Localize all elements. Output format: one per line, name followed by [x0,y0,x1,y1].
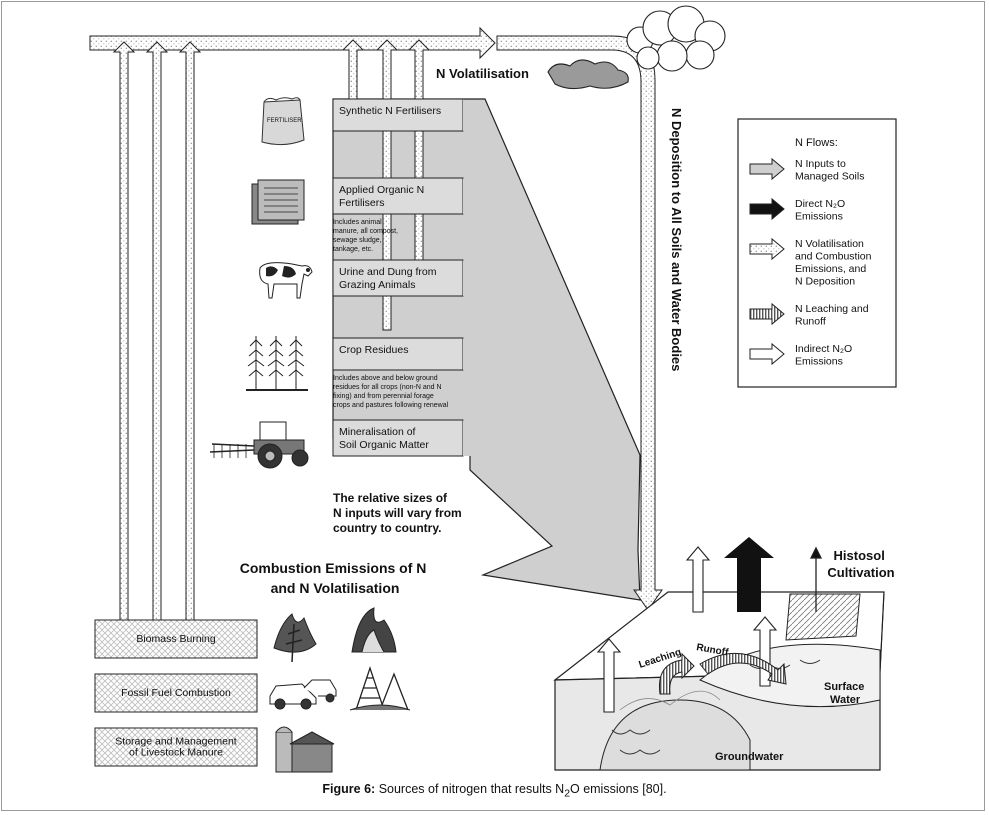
input-box-1 [332,98,464,132]
nitrogen-sources-diagram: N Volatilisation N Deposition to All Soi… [89,5,897,773]
burning-vegetation-icon [351,607,397,653]
legend-label: and Combustion [795,251,872,263]
input-label: Urine and Dung from [339,266,437,278]
legend-label: Emissions [795,211,843,223]
input-box-4 [332,337,464,371]
caption-subscript: 2 [564,788,570,800]
input-label: Crop Residues [339,344,408,356]
legend-label: Indirect N₂O [795,343,852,355]
legend-arrow-dotted [749,237,785,261]
input-note: fixing) and from perennial forage [333,393,434,400]
fertiliser-bag-icon: FERTILISER [261,97,305,146]
caption-text-end: O emissions [80]. [570,782,667,796]
input-note: crops and pastures following renewal [333,402,449,409]
legend-title: N Flows: [795,137,838,149]
barn-silo-icon [275,726,335,773]
histosol-arrow [809,546,823,612]
combustion-source-box-2 [94,673,258,713]
figure-caption: Figure 6: Sources of nitrogen that resul… [0,782,989,800]
crop-plants-icon [246,336,308,391]
n-volatilisation-label: N Volatilisation [436,66,529,81]
input-note: tankage, etc. [333,246,373,253]
input-note: sewage sludge, [333,237,382,244]
fertiliser-bag-text: FERTILISER [267,118,302,124]
input-box-3 [332,259,464,297]
input-note: manure, all compost, [333,228,398,235]
oil-derrick-icon [349,665,411,711]
legend-arrow-gray [749,157,785,181]
input-label: Applied Organic N [339,184,424,196]
legend-label: N Leaching and [795,303,869,315]
legend-label: Direct N₂O [795,198,845,210]
input-note: Includes animal [333,219,382,226]
combustion-source-label: Storage and Management [115,736,236,748]
n-deposition-label: N Deposition to All Soils and Water Bodi… [669,108,684,371]
leaching-arrow [658,652,695,695]
combustion-emissions-title: Combustion Emissions of N and N Volatili… [240,560,431,596]
legend-label: N Deposition [795,276,855,288]
surface-water-label: Surface Water [824,681,867,706]
legend-arrow-black [749,197,785,221]
input-label: Synthetic N Fertilisers [339,105,441,117]
input-label: Grazing Animals [339,279,415,291]
cars-icon [269,679,337,710]
compost-bin-icon [251,179,305,225]
combustion-source-label: Biomass Burning [136,633,216,645]
combustion-source-label: of Livestock Manure [129,747,223,759]
histosol-label: Histosol Cultivation [827,548,894,580]
input-label: Mineralisation of [339,426,416,438]
direct-emission-arrow [724,537,774,612]
groundwater-label: Groundwater [715,751,784,763]
legend-arrow-hatched [749,302,785,326]
runoff-arrow [699,652,787,685]
tractor-icon [209,421,309,469]
legend-arrow-white [749,342,785,366]
caption-text: Sources of nitrogen that results N [375,782,565,796]
combustion-source-box-3 [94,727,258,767]
combustion-source-box-1 [94,619,258,659]
legend-label: Emissions, and [795,263,866,275]
input-box-5 [332,419,464,457]
input-note: Includes above and below ground [333,375,438,382]
combustion-source-label: Fossil Fuel Combustion [121,687,231,699]
inputs-relative-sizes-note: The relative sizes of N inputs will vary… [333,491,465,535]
legend-label: Managed Soils [795,171,864,183]
input-label: Soil Organic Matter [339,439,429,451]
legend-label: Runoff [795,316,826,328]
legend-label: N Inputs to [795,158,846,170]
input-note: residues for all crops (non-N and N [333,384,442,391]
legend-label: N Volatilisation [795,238,864,250]
cow-icon [259,262,313,299]
burning-tree-icon [273,613,317,663]
soil-block [553,591,885,771]
legend-label: Emissions [795,356,843,368]
input-box-2 [332,177,464,215]
indirect-emission-arrows [596,546,778,713]
caption-label: Figure 6: [322,782,376,796]
input-label: Fertilisers [339,197,385,209]
cloud-icon [547,5,726,90]
